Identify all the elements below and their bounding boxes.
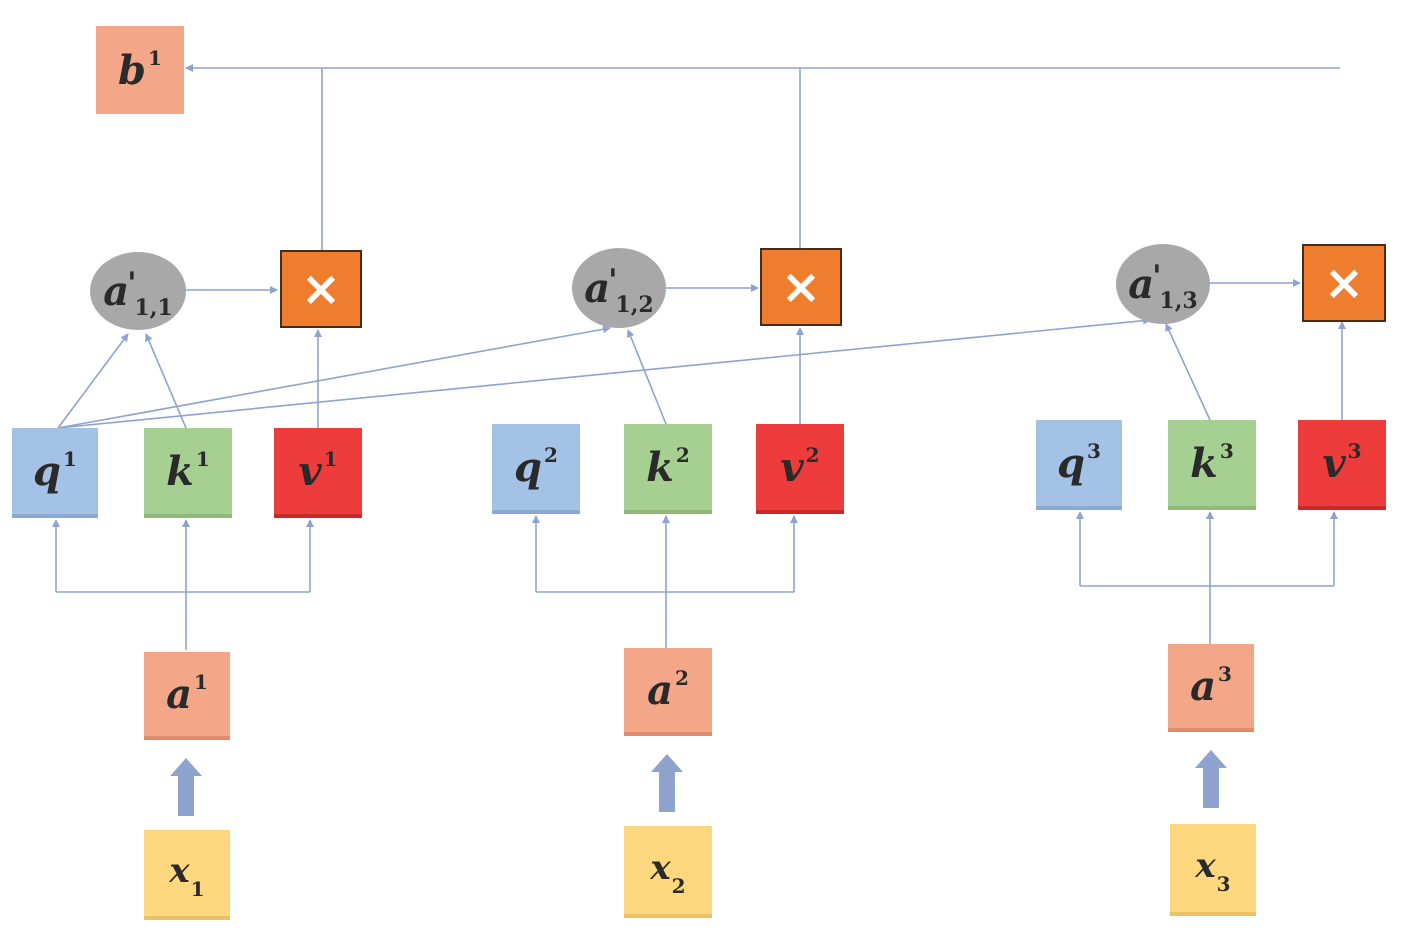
score-a11-label: a'1,1 [103,265,173,321]
embed-arrow-3 [1195,750,1227,808]
input-x1-node: x1 [144,830,230,920]
score-a11-node: a'1,1 [90,252,186,330]
multiply-icon: × [780,259,822,315]
q1-to-score11-line [57,333,129,429]
q1-to-score12-line [57,325,611,429]
k2-to-score12-line [626,329,667,425]
embed-arrow-2 [651,754,683,812]
multiply-icon: × [1323,255,1365,311]
input-x1-label: x1 [169,851,205,901]
score-a12-label: a'1,2 [584,262,654,318]
embed-arrow-1 [170,758,202,816]
input-x3-label: x3 [1195,846,1231,896]
input-x3-node: x3 [1170,824,1256,916]
multiply-node-3: × [1302,244,1386,322]
input-x2-node: x2 [624,826,712,918]
multiply-node-1: × [280,250,362,328]
k3-to-score13-line [1165,323,1211,421]
q1-to-score13-line [57,316,1151,429]
score-a13-label: a'1,3 [1128,258,1198,314]
multiply-node-2: × [760,248,842,326]
multiply-icon: × [300,261,342,317]
input-x2-label: x2 [650,848,686,898]
k1-to-score11-line [145,333,187,429]
score-a13-node: a'1,3 [1116,244,1210,324]
score-a12-node: a'1,2 [572,248,666,328]
